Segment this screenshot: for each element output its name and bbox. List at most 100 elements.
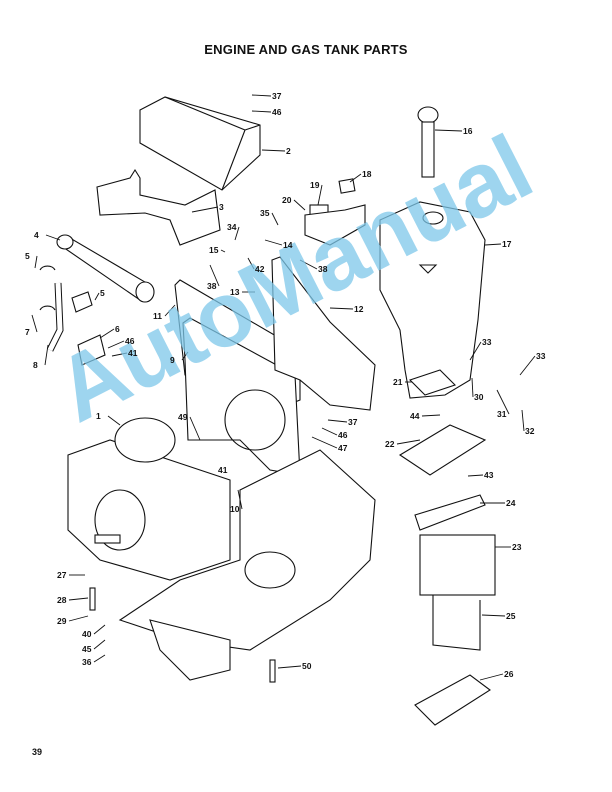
bolt-part (269, 659, 276, 683)
callout-5: 5 (25, 251, 30, 261)
callout-31: 31 (497, 409, 507, 419)
callout-3: 3 (219, 202, 224, 212)
leader-line (111, 352, 128, 357)
callout-20: 20 (282, 195, 292, 205)
leader-line (481, 614, 506, 617)
battery-rod-part (432, 595, 481, 651)
u-clamp-part (39, 305, 56, 311)
engine-plate-part (182, 317, 301, 476)
leader-line (93, 639, 106, 650)
leader-line (349, 173, 362, 183)
leader-line (264, 239, 283, 246)
cover-plate-part (398, 424, 487, 476)
callout-40: 40 (82, 629, 92, 639)
leader-line (519, 355, 536, 376)
leader-line (34, 255, 38, 269)
leader-line (107, 415, 121, 426)
callout-34: 34 (227, 222, 237, 232)
battery-tray-part (414, 674, 491, 726)
callout-44: 44 (410, 411, 420, 421)
plate-opening (224, 389, 286, 451)
leader-line (321, 427, 338, 436)
tank-bracket-part (304, 204, 366, 246)
callout-49: 49 (178, 412, 188, 422)
leader-line (107, 340, 125, 349)
callout-32: 32 (525, 426, 535, 436)
plate-part (77, 334, 106, 366)
gasket-plate-part (408, 369, 457, 396)
callout-28: 28 (57, 595, 67, 605)
leader-line (234, 226, 240, 241)
callout-26: 26 (504, 669, 514, 679)
leader-line (31, 314, 38, 333)
leader-line (44, 344, 49, 366)
battery-part (419, 534, 496, 596)
leader-line (237, 489, 243, 510)
callout-5: 5 (100, 288, 105, 298)
callout-6: 6 (115, 324, 120, 334)
callout-46: 46 (272, 107, 282, 117)
page-title: ENGINE AND GAS TANK PARTS (204, 42, 408, 57)
callout-18: 18 (362, 169, 372, 179)
callout-21: 21 (393, 377, 403, 387)
callout-23: 23 (512, 542, 522, 552)
leader-line (45, 234, 61, 241)
bracket-part (96, 168, 221, 246)
leader-line (261, 149, 286, 152)
callout-46: 46 (125, 336, 135, 346)
callout-37: 37 (272, 91, 282, 101)
callout-1: 1 (96, 411, 101, 421)
callout-29: 29 (57, 616, 67, 626)
callout-46: 46 (338, 430, 348, 440)
side-panel-part (271, 256, 376, 411)
callout-16: 16 (463, 126, 473, 136)
leader-line (311, 436, 338, 449)
leader-line (467, 474, 484, 477)
leader-line (317, 184, 323, 206)
leader-line (220, 249, 226, 253)
gas-tank-part (379, 201, 486, 399)
callout-30: 30 (474, 392, 484, 402)
leader-line (189, 416, 201, 441)
callout-10: 10 (230, 504, 240, 514)
leader-line (421, 414, 441, 417)
leader-line (99, 328, 115, 339)
callout-38: 38 (207, 281, 217, 291)
callout-15: 15 (209, 245, 219, 255)
leader-line (94, 292, 100, 301)
callout-4: 4 (34, 230, 39, 240)
callout-37: 37 (348, 417, 358, 427)
callout-14: 14 (283, 240, 293, 250)
callout-7: 7 (25, 327, 30, 337)
leader-line (93, 624, 106, 635)
callout-8: 8 (33, 360, 38, 370)
gasket-part (338, 178, 356, 194)
callout-19: 19 (310, 180, 320, 190)
leader-line (277, 665, 302, 669)
callout-9: 9 (170, 355, 175, 365)
leader-line (327, 419, 348, 423)
u-clamp-part (39, 265, 56, 271)
clamp-bracket-part (71, 291, 93, 313)
page-number: 39 (32, 747, 43, 757)
leader-line (329, 307, 354, 310)
callout-36: 36 (82, 657, 92, 667)
callout-25: 25 (506, 611, 516, 621)
callout-11: 11 (153, 311, 162, 321)
callout-2: 2 (286, 146, 291, 156)
leader-line (93, 654, 106, 663)
callout-27: 27 (57, 570, 67, 580)
leader-line (496, 389, 510, 415)
muffler-part (56, 234, 155, 303)
leader-line (396, 439, 421, 445)
callout-45: 45 (82, 644, 92, 654)
callout-43: 43 (484, 470, 494, 480)
callout-12: 12 (354, 304, 364, 314)
callout-24: 24 (506, 498, 516, 508)
callout-17: 17 (502, 239, 512, 249)
leader-line (68, 597, 89, 601)
chassis-frame-part (118, 449, 376, 681)
leader-line (469, 341, 482, 361)
